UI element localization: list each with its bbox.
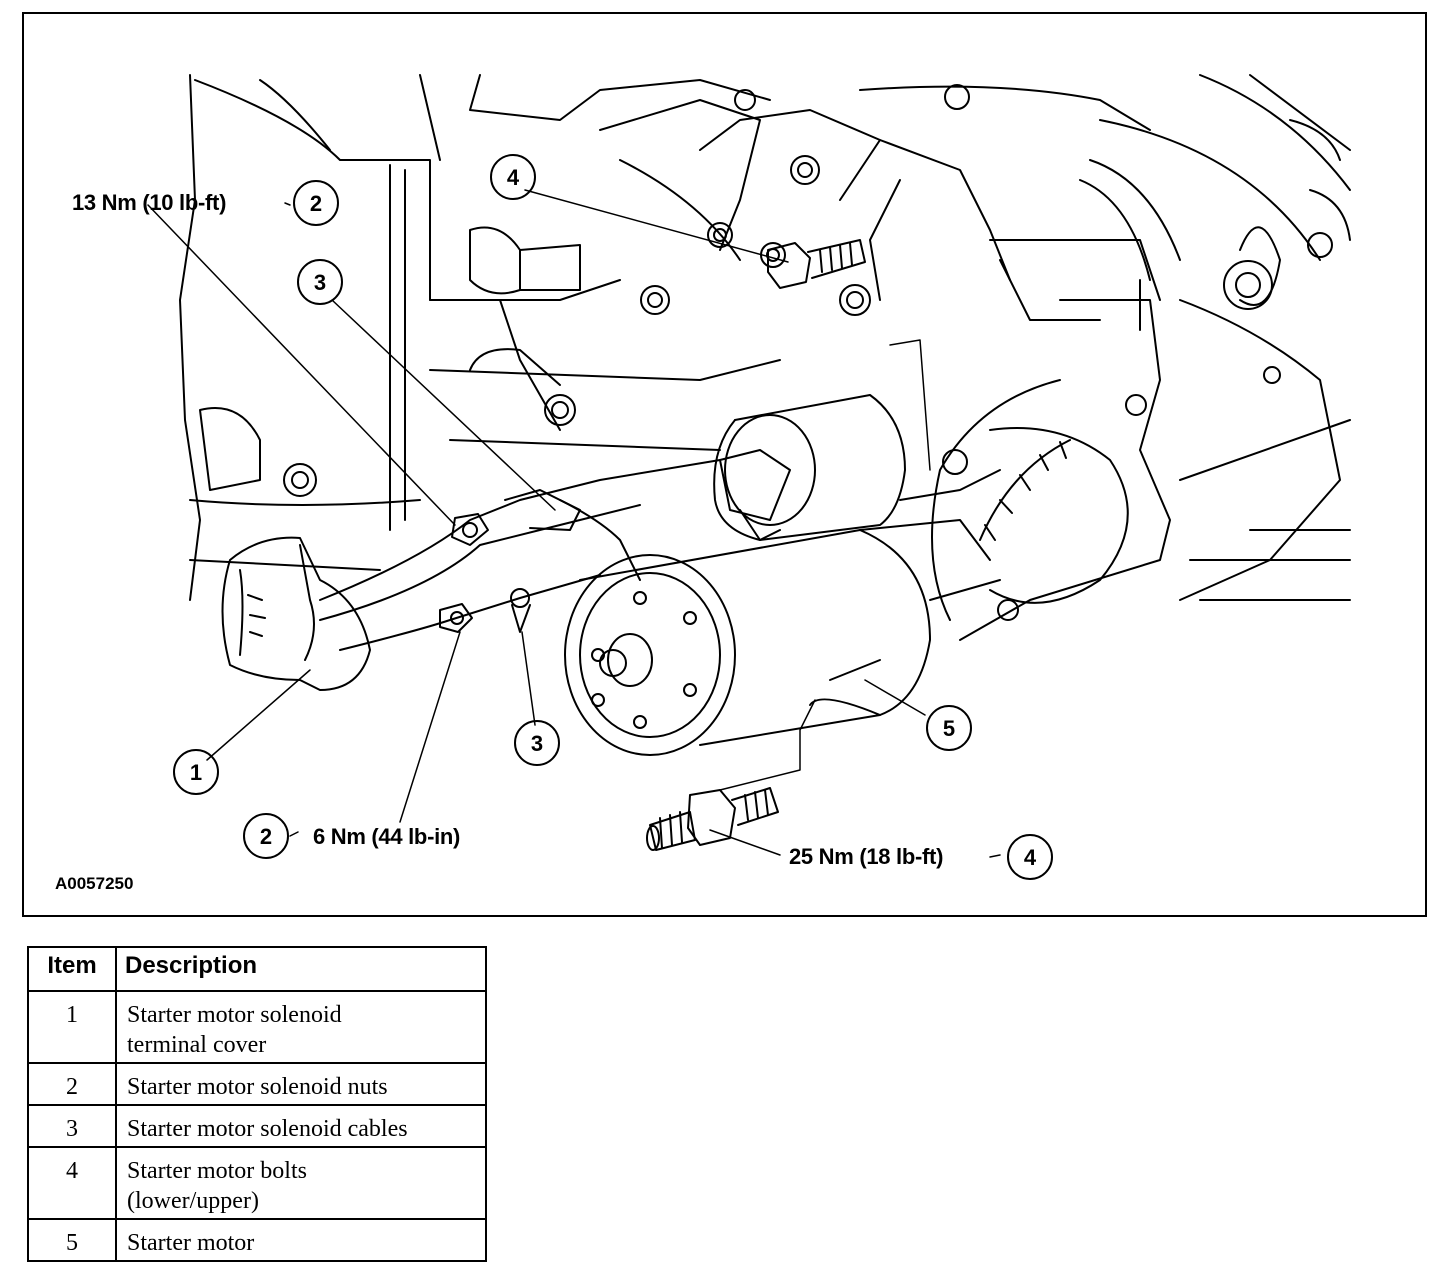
leader-lines [147, 189, 1001, 858]
legend-description: Starter motor solenoid nuts [115, 1062, 487, 1106]
legend-description: Starter motor bolts (lower/upper) [115, 1146, 487, 1220]
callout-circle-2-upper [293, 180, 339, 226]
legend-item-number: 1 [27, 990, 117, 1064]
callout-number-2-upper: 2 [310, 191, 322, 216]
starter-motor-body [564, 394, 1001, 756]
legend-description-line: terminal cover [127, 1032, 267, 1058]
callout-number-2-lower: 2 [260, 824, 272, 849]
legend-row: 5 Starter motor [27, 1218, 487, 1262]
legend-row: 1 Starter motor solenoid terminal cover [27, 990, 487, 1064]
engine-block [179, 74, 1351, 641]
callout-number-3-upper: 3 [314, 270, 326, 295]
legend-header-description: Description [115, 946, 487, 992]
callout-number-5: 5 [943, 716, 955, 741]
legend-header-row: Item Description [27, 946, 487, 992]
callout-number-3-lower: 3 [531, 731, 543, 756]
legend-description-line: (lower/upper) [127, 1188, 259, 1214]
lower-bolt [646, 787, 779, 851]
figure-id: A0057250 [55, 874, 134, 893]
callout-number-4-lower: 4 [1024, 845, 1037, 870]
legend-table: Item Description 1 Starter motor solenoi… [27, 946, 487, 1262]
callout-circle-3-lower [514, 720, 560, 766]
legend-item-number: 5 [27, 1218, 117, 1262]
flywheel [931, 379, 1129, 621]
legend-row: 2 Starter motor solenoid nuts [27, 1062, 487, 1106]
legend-row: 3 Starter motor solenoid cables [27, 1104, 487, 1148]
torque-label-lower-nut: 6 Nm (44 lb-in) [313, 824, 461, 849]
callout-circle-3-upper [297, 259, 343, 305]
callout-number-1: 1 [190, 760, 202, 785]
legend-description-line: Starter motor solenoid [127, 1002, 342, 1028]
legend-item-number: 4 [27, 1146, 117, 1220]
upper-bolt [767, 239, 866, 289]
legend-item-number: 3 [27, 1104, 117, 1148]
callout-circle-4-upper [490, 154, 536, 200]
callout-circle-1 [173, 749, 219, 795]
diagram-frame [22, 12, 1427, 917]
legend-description: Starter motor solenoid terminal cover [115, 990, 487, 1064]
torque-label-upper-nut: 13 Nm (10 lb-ft) [72, 190, 227, 215]
legend-header-item: Item [27, 946, 117, 992]
legend-item-number: 2 [27, 1062, 117, 1106]
callout-circles [173, 154, 1053, 880]
legend-description-line: Starter motor bolts [127, 1158, 307, 1184]
callout-circle-5 [926, 705, 972, 751]
callout-circle-4-lower [1007, 834, 1053, 880]
solenoid-terminal-cover [221, 536, 371, 691]
callout-circle-2-lower [243, 813, 289, 859]
legend-row: 4 Starter motor bolts (lower/upper) [27, 1146, 487, 1220]
engine-bosses [199, 84, 1333, 621]
cables-and-nuts [319, 449, 791, 651]
starter-motor-illustration: 1 2 3 4 3 2 5 4 [147, 74, 1351, 880]
torque-label-bolts: 25 Nm (18 lb-ft) [789, 844, 944, 869]
legend-description: Starter motor [115, 1218, 487, 1262]
legend-description: Starter motor solenoid cables [115, 1104, 487, 1148]
callout-number-4-upper: 4 [507, 165, 520, 190]
